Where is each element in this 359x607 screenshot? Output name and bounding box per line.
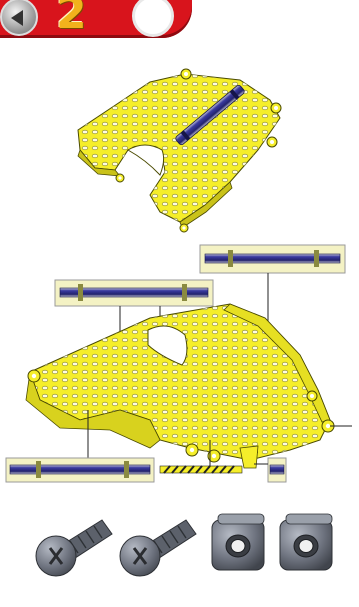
screw-icon [120, 520, 196, 576]
screw-icon [36, 520, 112, 576]
parts-row [36, 514, 332, 576]
square-nut-icon [280, 514, 332, 570]
assembled-chassis-plate [78, 69, 281, 232]
square-nut-icon [212, 514, 264, 570]
exploded-chassis-plate [26, 304, 352, 468]
